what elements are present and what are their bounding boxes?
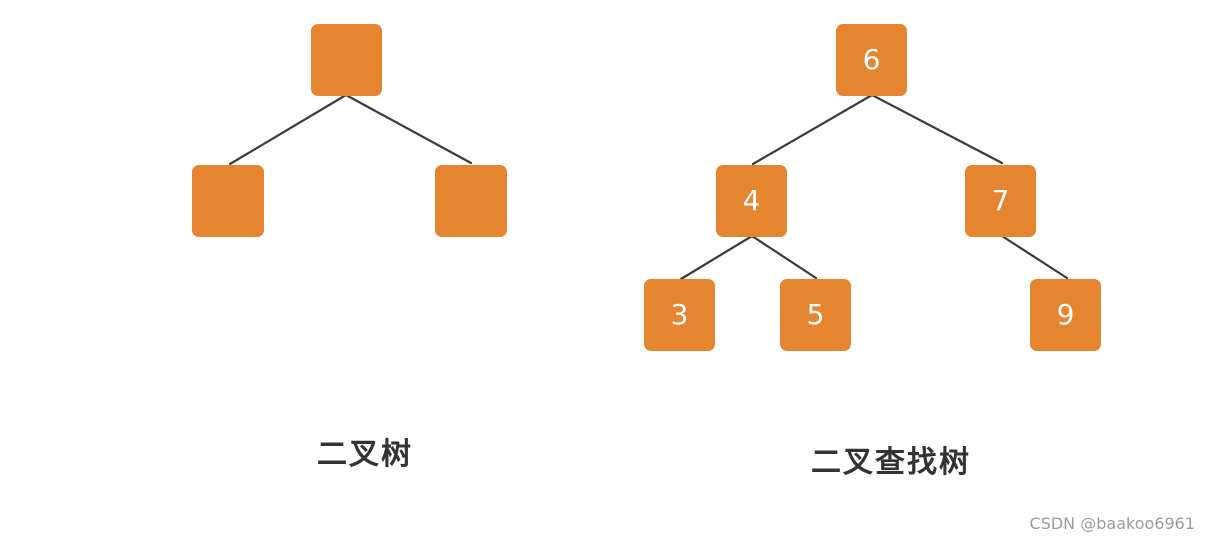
binary-search-tree-edge-n4-n5 — [750, 234, 818, 280]
binary-search-tree-node-label: 3 — [671, 298, 689, 331]
watermark-text: CSDN @baakoo6961 — [1029, 514, 1195, 533]
binary-search-tree-node-label: 5 — [807, 298, 825, 331]
binary-search-tree-node-n4: 4 — [716, 165, 787, 237]
binary-search-tree-caption: 二叉查找树 — [811, 445, 971, 480]
binary-tree-edge-root-left — [228, 93, 348, 166]
binary-search-tree-node-n6: 6 — [836, 24, 907, 96]
binary-search-tree-node-label: 6 — [863, 43, 881, 76]
binary-tree-node-box — [192, 165, 264, 237]
binary-search-tree-edge-n4-n3 — [679, 234, 754, 281]
binary-search-tree-edge-n6-n7 — [870, 93, 1004, 165]
binary-search-tree-node-label: 9 — [1057, 298, 1075, 331]
binary-search-tree-node-box — [1030, 279, 1101, 351]
binary-search-tree-node-label: 4 — [743, 184, 761, 217]
binary-tree-node-right — [435, 165, 507, 237]
binary-search-tree-edge-n6-n4 — [751, 93, 874, 166]
binary-search-tree-node-n7: 7 — [965, 165, 1036, 237]
binary-search-tree-node-box — [965, 165, 1036, 237]
binary-search-tree-node-label: 7 — [992, 184, 1010, 217]
binary-search-tree-node-n5: 5 — [780, 279, 851, 351]
binary-tree-caption: 二叉树 — [317, 437, 413, 472]
binary-tree-node-box — [311, 24, 382, 96]
binary-search-tree-node-n3: 3 — [644, 279, 715, 351]
binary-search-tree-node-box — [644, 279, 715, 351]
binary-search-tree-edge-n7-n9 — [1000, 234, 1069, 280]
binary-tree-edge-root-right — [344, 93, 473, 165]
binary-tree-node-root — [311, 24, 382, 96]
binary-search-tree-node-box — [836, 24, 907, 96]
binary-search-tree-node-box — [716, 165, 787, 237]
binary-tree-node-left — [192, 165, 264, 237]
binary-search-tree-node-n9: 9 — [1030, 279, 1101, 351]
binary-tree-node-box — [435, 165, 507, 237]
binary-search-tree-node-box — [780, 279, 851, 351]
